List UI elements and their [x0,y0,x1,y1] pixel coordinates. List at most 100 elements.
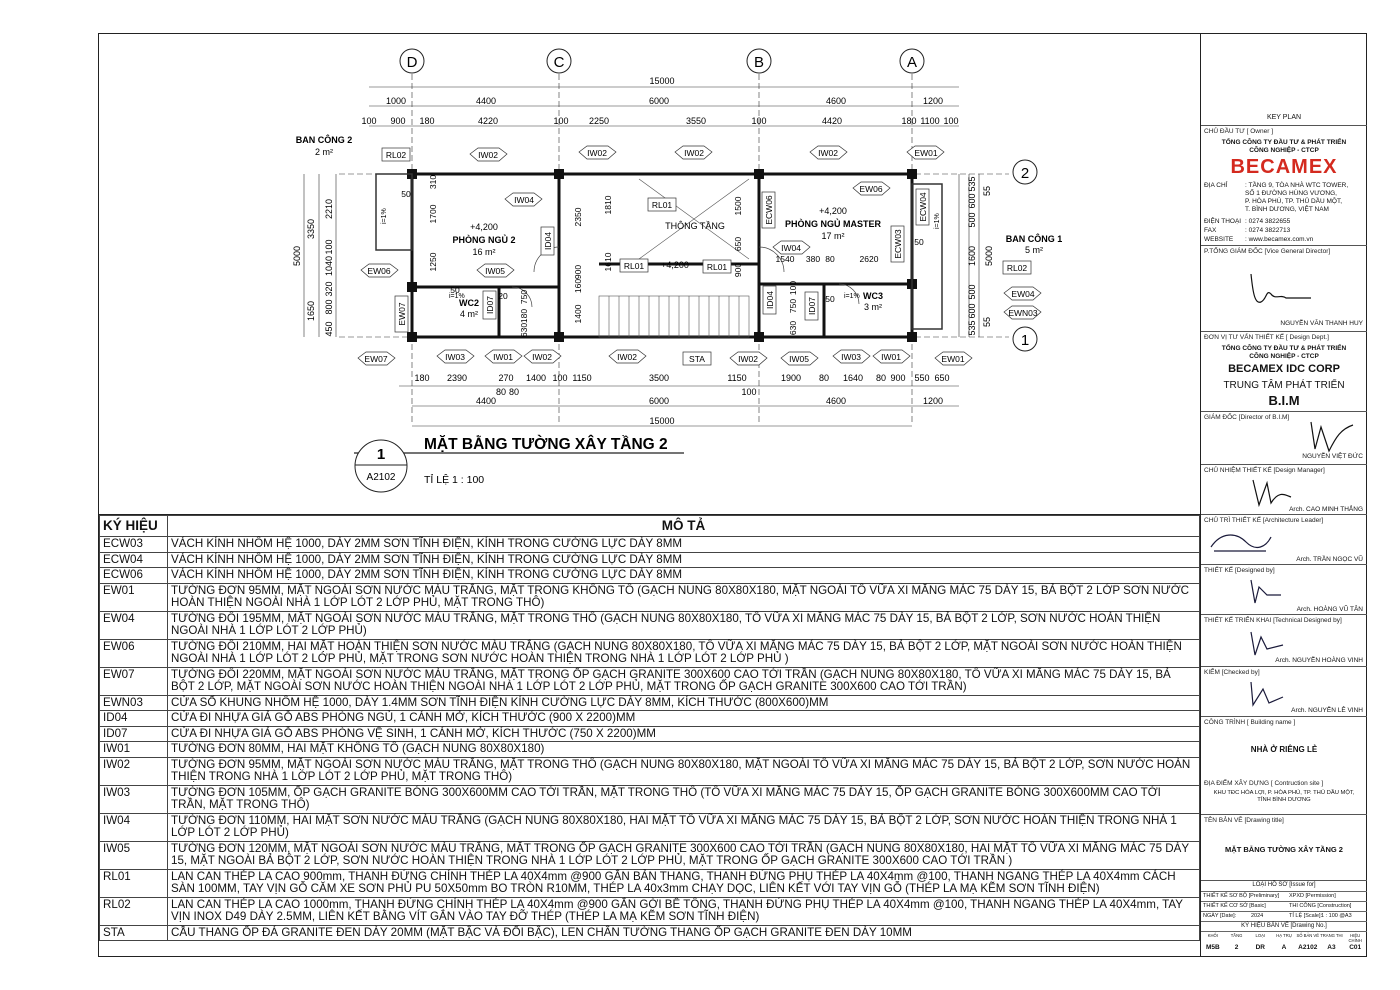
svg-text:D: D [407,54,418,71]
svg-text:TỈ LỆ 1 : 100: TỈ LỆ 1 : 100 [424,473,484,486]
svg-text:100: 100 [324,239,334,254]
grid-axis-a: A [899,48,925,74]
issue-basic: THIẾT KẾ CƠ SỞ [Basic] [1203,903,1266,909]
issue-construction: THI CÔNG [Construction] [1289,903,1352,909]
svg-text:5000: 5000 [292,246,302,266]
svg-text:1650: 1650 [306,301,316,321]
phone-label: ĐIỆN THOẠI [1204,218,1242,225]
legend-code: ID07 [99,725,168,742]
design-corp: BECAMEX IDC CORP [1228,363,1340,375]
tag-ew04-right: EWN03 [1003,305,1042,320]
svg-text:750: 750 [519,290,529,304]
svg-text:PHÒNG NGỦ MASTER: PHÒNG NGỦ MASTER [785,218,882,229]
designed-name: Arch. HOÀNG VŨ TÂN [1296,606,1363,613]
legend-description: CỬA ĐI NHỰA GIẢ GỖ ABS PHÒNG VỆ SINH, 1 … [167,725,1200,742]
legend-code: RL01 [99,868,168,898]
scale-value: 1 : 100 @A3 [1321,913,1352,919]
svg-text:50: 50 [401,189,411,199]
svg-text:50: 50 [825,294,835,304]
director-name: NGUYỄN VIỆT ĐỨC [1302,453,1363,460]
svg-text:900: 900 [573,265,583,279]
svg-text:1400: 1400 [573,304,583,323]
svg-text:MẶT BẰNG TƯỜNG XÂY TẦNG 2: MẶT BẰNG TƯỜNG XÂY TẦNG 2 [424,435,668,453]
svg-text:IW05: IW05 [485,266,505,276]
drawing-sheet: D C B A 2 1 15000 1000 [98,33,1367,957]
svg-text:2350: 2350 [573,207,583,226]
issue-section: LOẠI HỒ SƠ [Issue for] THIẾT KẾ SƠ BỘ [P… [1201,880,1367,956]
svg-text:1250: 1250 [428,252,438,271]
tag-iw01-1: IW01 [484,349,523,364]
legend-code: IW05 [99,840,168,870]
key-plan-label: KEY PLAN [1266,114,1302,121]
issue-permission: XPXD [Permission] [1289,893,1336,899]
svg-text:180: 180 [901,116,916,126]
tag-rl02-right: RL02 [1002,260,1032,275]
svg-text:IW05: IW05 [789,354,809,364]
view-title-block: 1 A2102 MẶT BẰNG TƯỜNG XÂY TẦNG 2 TỈ LỆ … [354,435,684,493]
leader-name: Arch. TRẦN NGỌC VŨ [1296,556,1363,563]
legend-code: IW03 [99,784,168,814]
svg-text:500: 500 [967,212,977,227]
tech-label: THIẾT KẾ TRIỂN KHAI [Technical Designed … [1204,617,1342,624]
svg-text:ECW04: ECW04 [918,192,928,222]
drawing-no-head: TRANG THI [1320,933,1343,938]
svg-text:17 m²: 17 m² [821,231,844,241]
drawing-no-value: A2102 [1298,944,1318,951]
owner-name-1: TỔNG CÔNG TY ĐẦU TƯ & PHÁT TRIỂN [1221,139,1347,146]
drawing-no-label: KÝ HIỆU BẢN VẼ [Drawing No.] [1241,923,1327,929]
svg-text:RL01: RL01 [652,200,673,210]
svg-text:630: 630 [788,321,798,335]
svg-text:50: 50 [450,285,460,295]
tag-sta: STA [682,351,712,366]
svg-text:80: 80 [496,387,506,397]
address-label: ĐỊA CHỈ [1204,182,1228,189]
issue-label: LOẠI HỒ SƠ [Issue for] [1252,882,1316,888]
svg-text:EW01: EW01 [914,148,937,158]
svg-text:WC2: WC2 [459,298,479,308]
svg-text:50: 50 [914,237,924,247]
svg-text:1810: 1810 [603,195,613,214]
svg-text:100: 100 [552,373,567,383]
drawing-no-head: HẠ TRỤ [1276,933,1292,938]
svg-text:55: 55 [982,317,992,327]
legend-code: ID04 [99,710,168,727]
design-center: TRUNG TÂM PHÁT TRIỂN [1223,380,1345,391]
svg-text:i=1%: i=1% [844,293,860,300]
svg-text:1640: 1640 [843,373,863,383]
svg-text:ECW03: ECW03 [893,229,903,259]
tag-ew06-left: EW06 [360,263,399,278]
svg-text:EW07: EW07 [397,302,407,325]
signature-checked [1250,681,1284,707]
legend-code: IW04 [99,812,168,842]
svg-text:RL02: RL02 [1007,263,1028,273]
svg-text:320: 320 [324,281,334,296]
director-label: GIÁM ĐỐC [Director of B.I.M] [1204,414,1290,421]
drawing-title-section: TÊN BẢN VẼ [Drawing title] MẶT BẰNG TƯỜN… [1201,814,1367,880]
site-label: ĐỊA ĐIỂM XÂY DỰNG [ Contruction site ] [1204,780,1324,787]
tag-rl01-r: RL01 [702,259,732,274]
svg-text:1900: 1900 [781,373,801,383]
tag-iw02-b2: IW02 [608,349,647,364]
tag-id07-left: ID07 [482,290,497,320]
tag-iw04: IW04 [504,192,543,207]
tag-iw04-master: IW04 [772,240,811,255]
svg-text:1500: 1500 [733,196,743,215]
svg-text:A2102: A2102 [367,472,396,483]
svg-text:EW01: EW01 [941,354,964,364]
svg-text:i=1%: i=1% [934,213,941,229]
drawing-no-value: 2 [1234,944,1239,951]
svg-text:BAN CÔNG 1: BAN CÔNG 1 [1006,233,1063,244]
tag-iw02-b3: IW02 [729,351,768,366]
tag-ew07-left: EW07 [357,351,396,366]
tag-iw03-1: IW03 [436,349,475,364]
svg-text:IW02: IW02 [478,150,498,160]
grid-row-2: 2 [1012,159,1038,185]
svg-text:EW04: EW04 [1011,289,1034,299]
svg-text:750: 750 [788,299,798,313]
